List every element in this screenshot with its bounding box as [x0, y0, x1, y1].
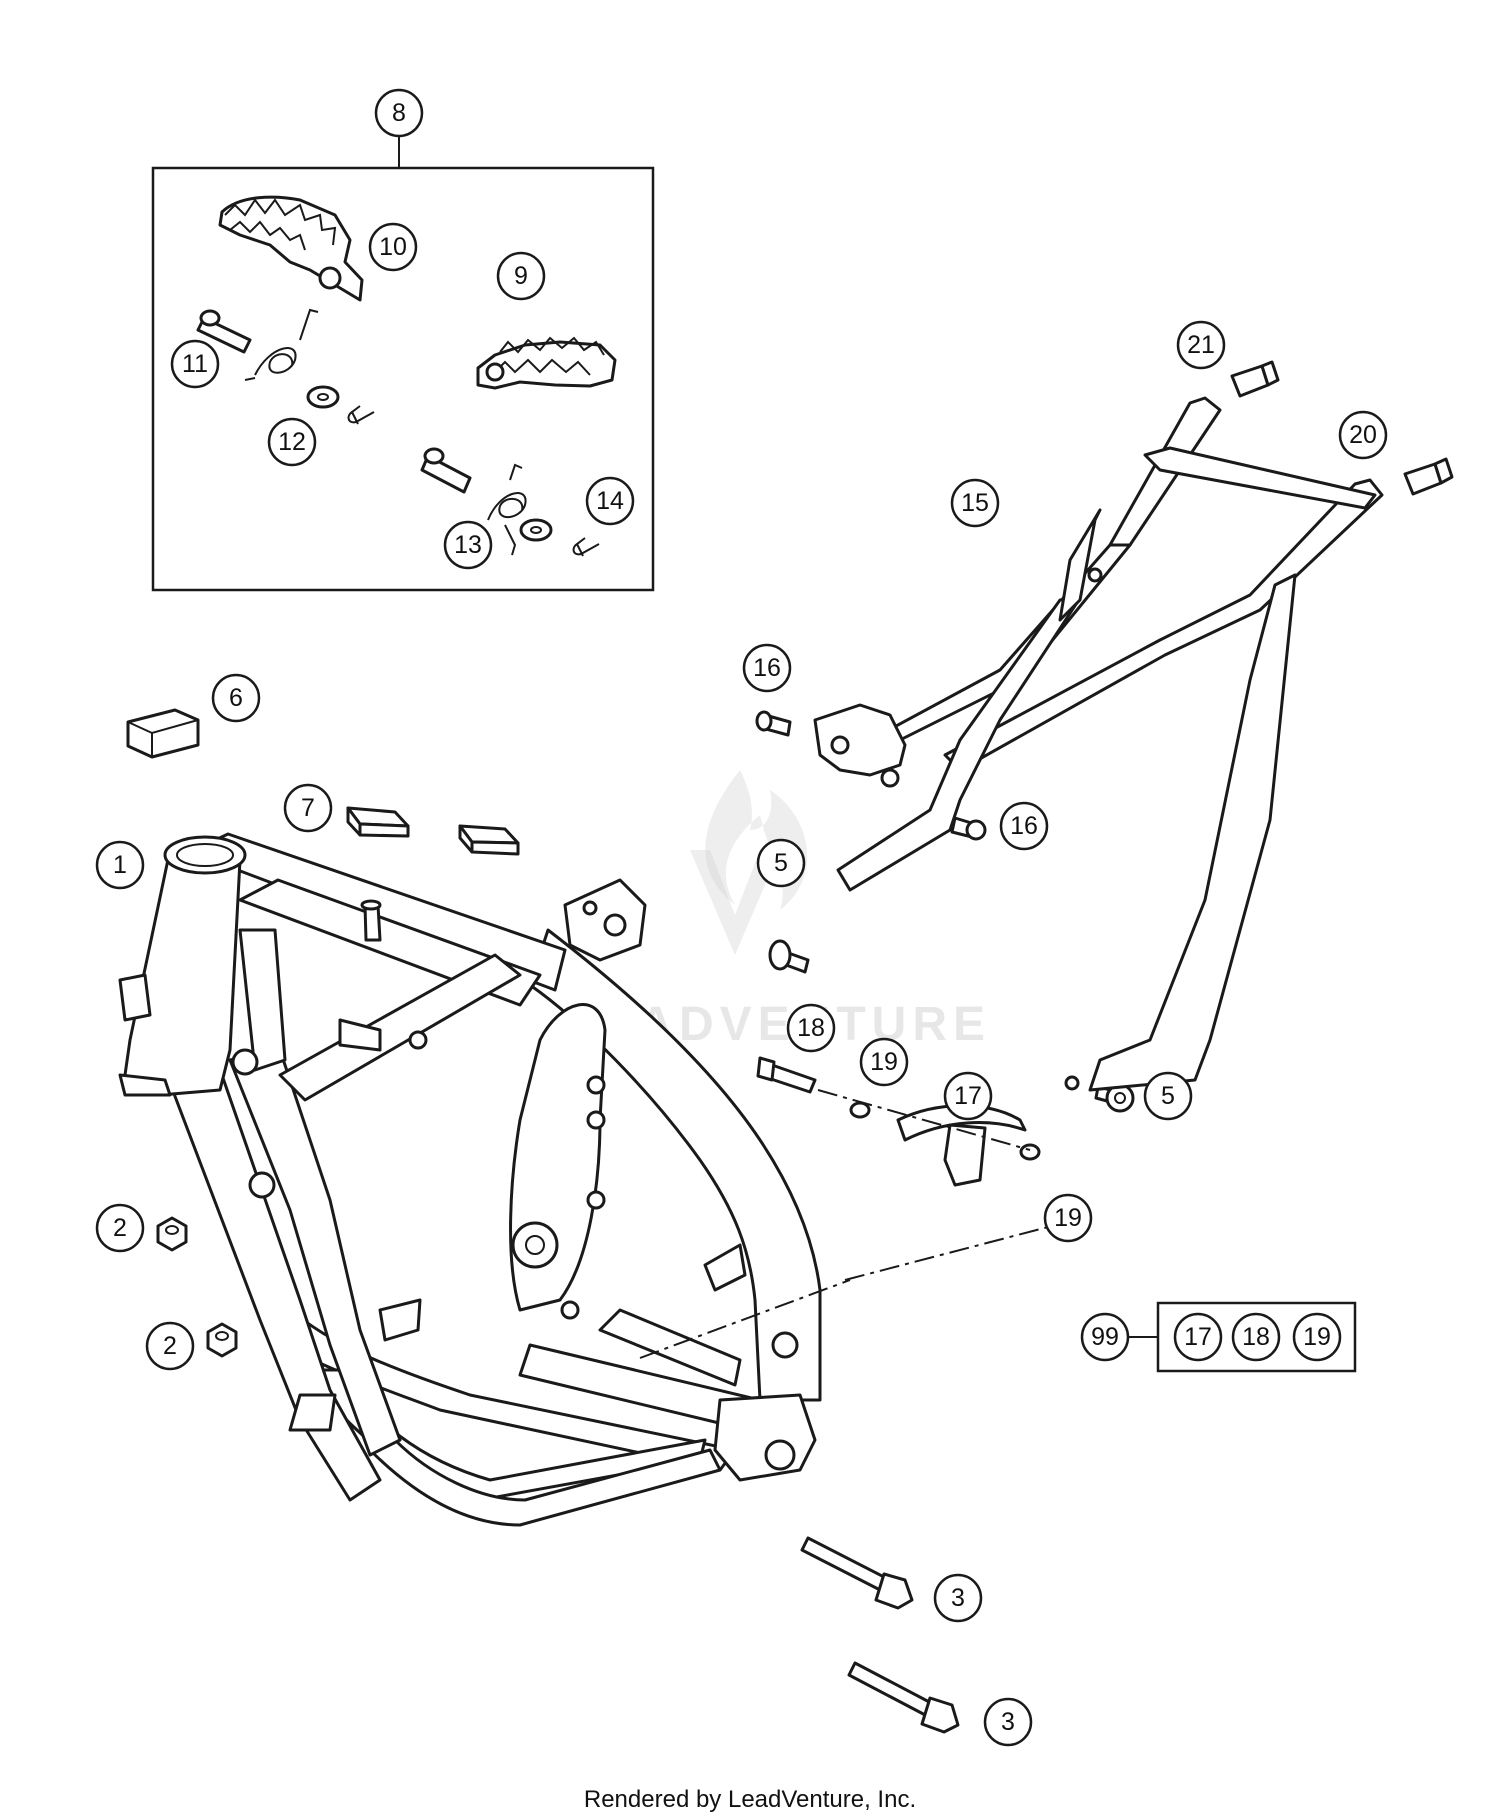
callout-label: 8: [392, 99, 406, 127]
callout-5-lower[interactable]: 5: [1143, 1071, 1193, 1121]
callout-20[interactable]: 20: [1338, 410, 1388, 460]
callout-19-lower[interactable]: 19: [1043, 1193, 1093, 1243]
footer-credit: Rendered by LeadVenture, Inc.: [583, 1786, 917, 1813]
kit-id: 99: [1091, 1323, 1119, 1351]
subframe: [813, 396, 1384, 1092]
callout-label: 2: [163, 1332, 177, 1360]
cotter-pin-lower: [572, 537, 600, 557]
subframe-screw-upper: [755, 710, 792, 737]
callout-2-lower[interactable]: 2: [145, 1321, 195, 1371]
frame-protector-pads: [346, 806, 520, 856]
callout-label: 16: [753, 654, 781, 682]
callout-label: 15: [961, 489, 989, 517]
footpeg-kit-group: [151, 132, 655, 592]
kit-callout-99[interactable]: 99: [1080, 1312, 1130, 1362]
callout-label: 14: [596, 487, 624, 515]
callout-label: 9: [514, 262, 528, 290]
return-spring-upper: [244, 308, 319, 381]
washer-19-upper: [849, 1101, 871, 1119]
callout-19-upper[interactable]: 19: [859, 1037, 909, 1087]
callout-3-lower[interactable]: 3: [983, 1697, 1033, 1747]
callout-12[interactable]: 12: [267, 417, 317, 467]
callout-8[interactable]: 8: [374, 88, 424, 138]
callout-label: 19: [870, 1048, 898, 1076]
callout-label: 16: [1010, 812, 1038, 840]
callout-label: 19: [1054, 1204, 1082, 1232]
callout-18[interactable]: 18: [786, 1003, 836, 1053]
kit-item-19[interactable]: 19: [1292, 1312, 1342, 1362]
footpeg-right: [476, 336, 617, 390]
footpeg-left: [218, 195, 364, 302]
tube-end-plug-lower: [1403, 457, 1454, 496]
tube-end-plug-upper: [1230, 360, 1280, 398]
cover-cap: [126, 708, 200, 759]
callout-15[interactable]: 15: [950, 478, 1000, 528]
callout-label: 7: [301, 794, 315, 822]
washer-lower: [519, 518, 553, 542]
callout-16-upper[interactable]: 16: [742, 643, 792, 693]
callout-7[interactable]: 7: [283, 783, 333, 833]
callout-label: 21: [1187, 331, 1215, 359]
callout-17[interactable]: 17: [943, 1071, 993, 1121]
cotter-pin-upper: [347, 405, 375, 425]
callout-label: 5: [1161, 1082, 1175, 1110]
callout-16-lower[interactable]: 16: [999, 801, 1049, 851]
callout-label: 10: [379, 233, 407, 261]
kit-item-label: 19: [1303, 1323, 1331, 1351]
bolt-upper: [800, 1536, 914, 1610]
callout-9[interactable]: 9: [496, 251, 546, 301]
kit-item-17[interactable]: 17: [1173, 1312, 1223, 1362]
callout-label: 2: [113, 1214, 127, 1242]
callout-label: 17: [954, 1082, 982, 1110]
callout-label: 3: [951, 1584, 965, 1612]
bolt-lower: [847, 1661, 960, 1734]
main-frame: [118, 832, 822, 1527]
callout-3-upper[interactable]: 3: [933, 1573, 983, 1623]
callout-1[interactable]: 1: [95, 840, 145, 890]
callout-13[interactable]: 13: [443, 520, 493, 570]
return-spring-lower: [487, 463, 527, 556]
callout-label: 1: [113, 851, 127, 879]
callout-2-upper[interactable]: 2: [95, 1203, 145, 1253]
callout-6[interactable]: 6: [211, 673, 261, 723]
pivot-pin-lower: [420, 454, 472, 494]
callout-label: 5: [774, 849, 788, 877]
callout-label: 20: [1349, 421, 1377, 449]
callout-label: 3: [1001, 1708, 1015, 1736]
callout-21[interactable]: 21: [1176, 320, 1226, 370]
subframe-bolt-lower: [1094, 1083, 1135, 1113]
callout-label: 13: [454, 531, 482, 559]
callout-label: 18: [797, 1014, 825, 1042]
callout-5-upper[interactable]: 5: [756, 838, 806, 888]
chain-guide-screw: [756, 1056, 817, 1094]
kit-item-18[interactable]: 18: [1231, 1312, 1281, 1362]
steering-head: [118, 835, 247, 1097]
chain-guide: [896, 1104, 1027, 1187]
kit-item-label: 17: [1184, 1323, 1212, 1351]
subframe-screw-lower: [950, 816, 987, 841]
callout-label: 6: [229, 684, 243, 712]
washer-upper: [306, 385, 340, 409]
kit-item-label: 18: [1242, 1323, 1270, 1351]
callout-10[interactable]: 10: [368, 222, 418, 272]
subframe-bolt-upper: [768, 939, 810, 974]
callout-14[interactable]: 14: [585, 476, 635, 526]
callout-label: 11: [182, 350, 208, 378]
callout-label: 12: [278, 428, 306, 456]
washer-19-lower: [1019, 1143, 1041, 1161]
callout-11[interactable]: 11: [170, 339, 220, 389]
pivot-pin-upper: [196, 316, 252, 354]
